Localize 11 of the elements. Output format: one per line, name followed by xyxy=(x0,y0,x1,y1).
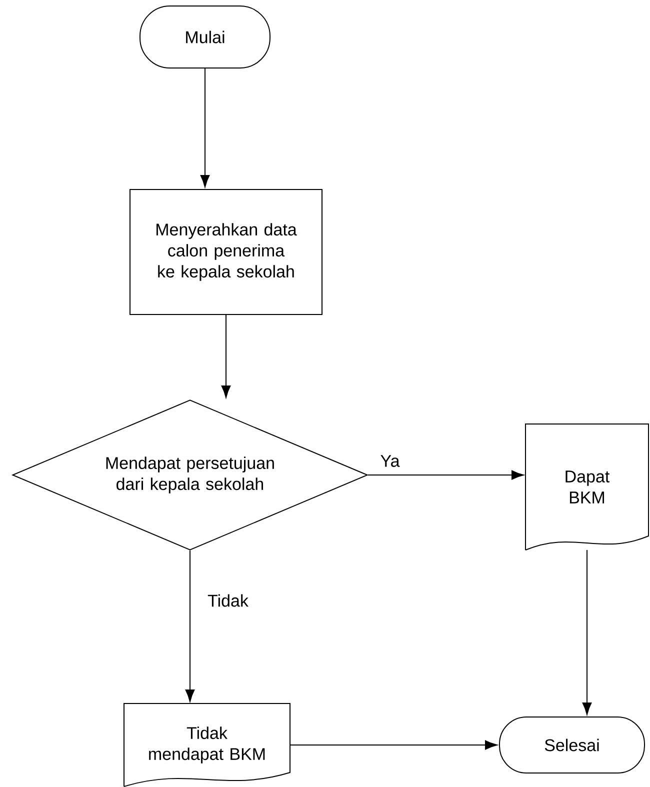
arrow xyxy=(221,314,231,398)
edge-label: Ya xyxy=(378,453,402,469)
document-shape: Tidak mendapat BKM xyxy=(124,703,290,787)
arrow xyxy=(368,470,524,480)
arrow xyxy=(582,550,592,715)
process-box: Menyerahkan data calon penerima ke kepala sekolah xyxy=(130,189,322,315)
document-shape: Dapat BKM xyxy=(525,424,649,550)
arrow xyxy=(200,68,210,188)
arrow xyxy=(290,740,498,750)
arrow xyxy=(185,550,195,702)
edge-label: Tidak xyxy=(206,592,250,609)
